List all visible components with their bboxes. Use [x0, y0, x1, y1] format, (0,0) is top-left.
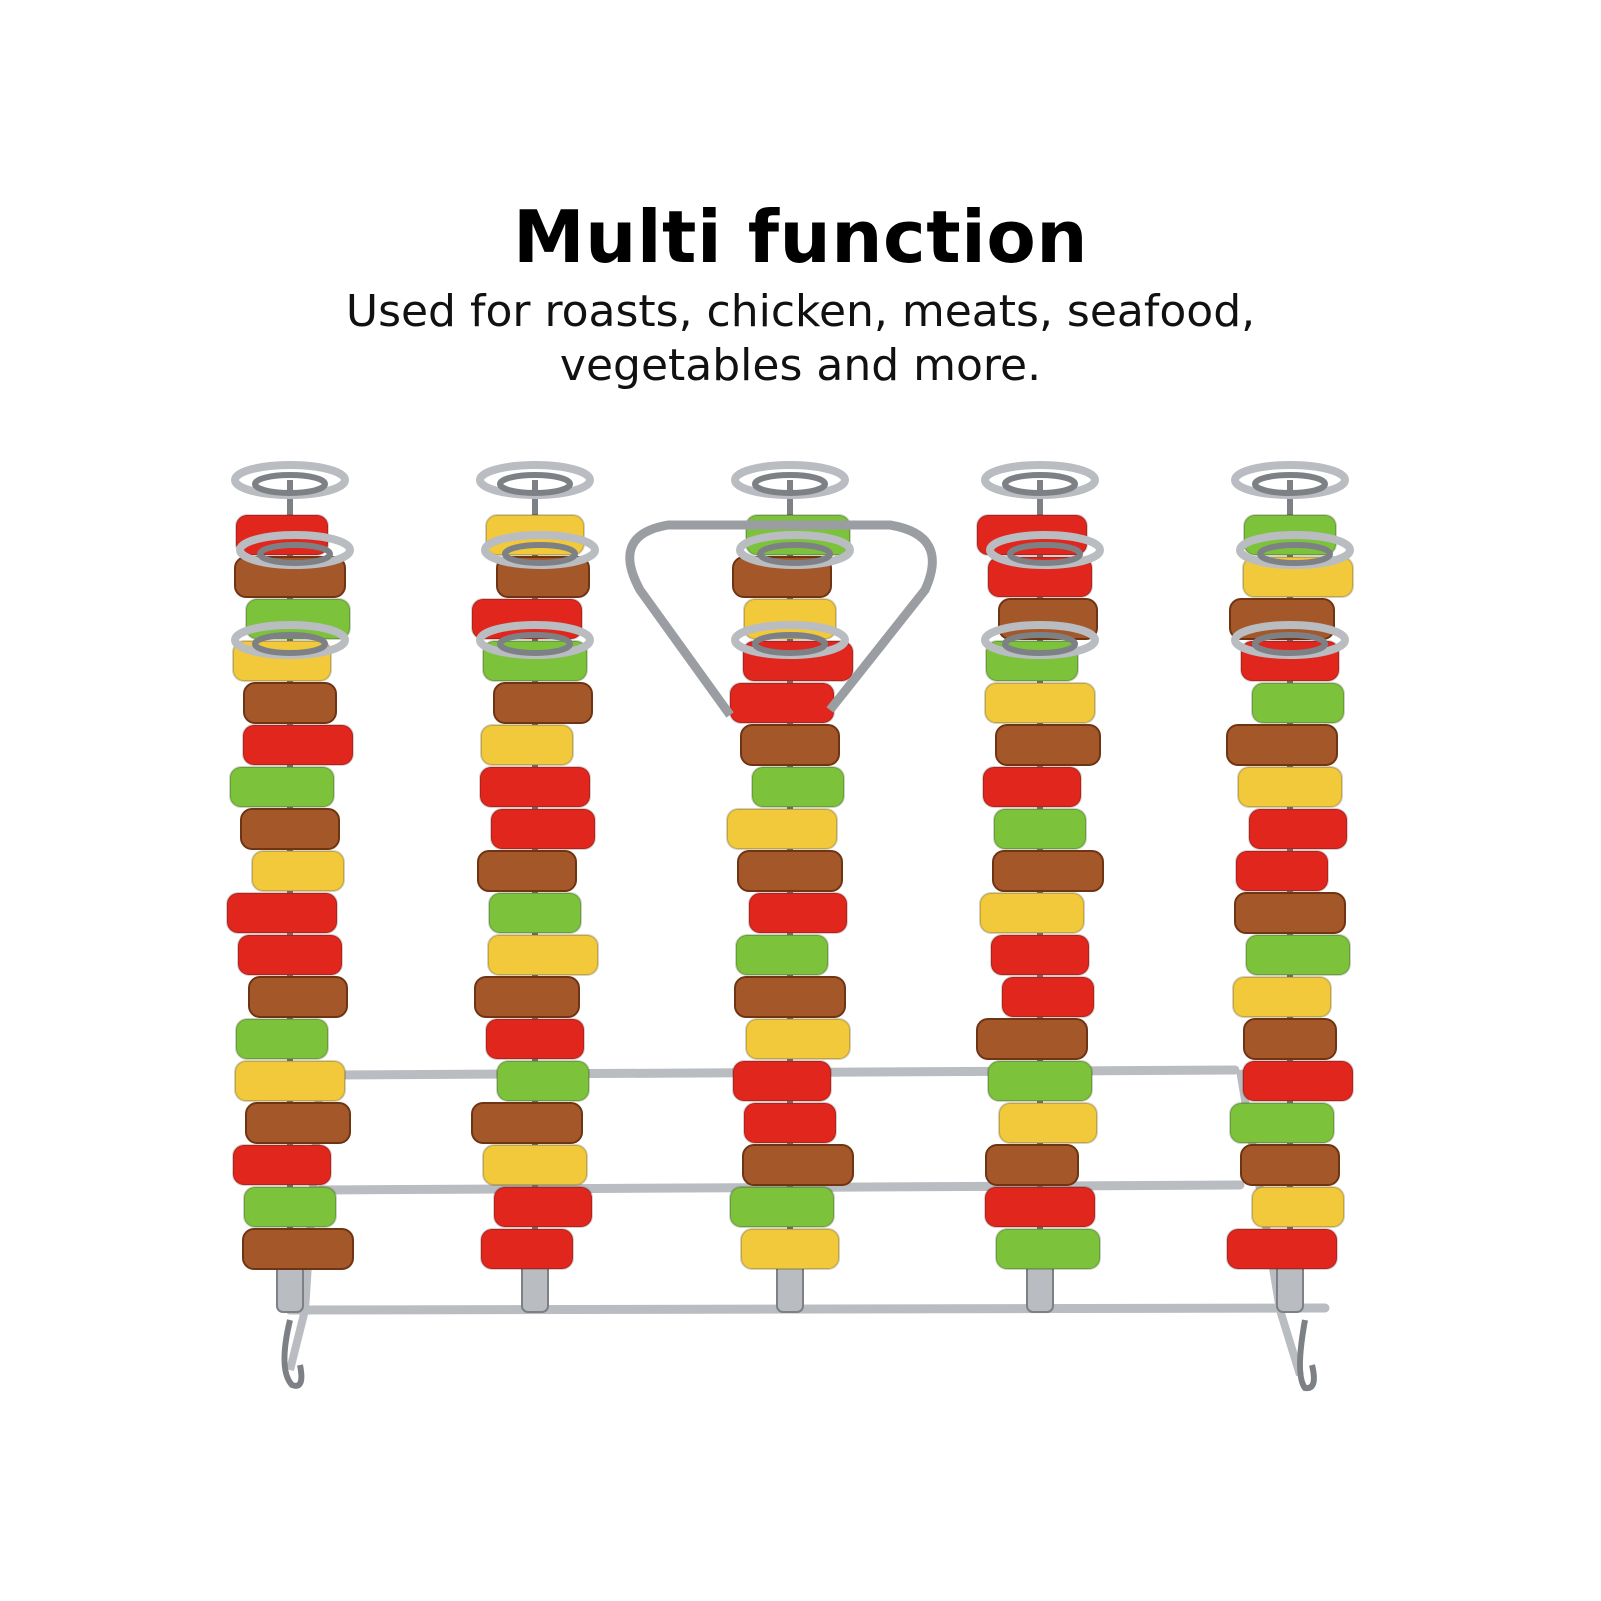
food-piece — [493, 682, 593, 724]
food-piece — [993, 808, 1087, 850]
food-piece — [726, 808, 838, 850]
food-piece — [743, 1102, 837, 1144]
food-piece — [245, 1102, 351, 1144]
food-piece — [480, 1228, 574, 1270]
rack-bar — [285, 1303, 1330, 1315]
food-piece — [1248, 808, 1348, 850]
skewer-spiral — [1252, 472, 1328, 496]
food-piece — [242, 1228, 354, 1270]
food-piece — [1237, 766, 1343, 808]
food-piece — [745, 1018, 851, 1060]
food-piece — [243, 682, 337, 724]
skewer-spiral — [252, 632, 328, 656]
food-piece — [234, 1060, 346, 1102]
skewer — [471, 461, 599, 1313]
skewer-spiral — [1002, 632, 1078, 656]
skewer-spiral — [502, 542, 578, 566]
rack-handle — [625, 520, 937, 718]
food-piece — [732, 1060, 832, 1102]
skewer-spiral — [757, 542, 833, 566]
skewer-spiral — [252, 472, 328, 496]
food-piece — [751, 766, 845, 808]
skewer-spiral — [1252, 632, 1328, 656]
food-piece — [982, 766, 1082, 808]
skewer — [226, 461, 354, 1313]
food-piece — [995, 724, 1101, 766]
food-piece — [480, 724, 574, 766]
food-piece — [493, 1186, 593, 1228]
food-piece — [740, 1228, 840, 1270]
food-piece — [471, 1102, 583, 1144]
food-piece — [487, 934, 599, 976]
skewer-spiral — [1257, 542, 1333, 566]
food-piece — [1226, 1228, 1338, 1270]
food-piece — [742, 1144, 854, 1186]
food-piece — [729, 1186, 835, 1228]
subtitle-line-1: Used for roasts, chicken, meats, seafood… — [345, 286, 1256, 337]
food-piece — [990, 934, 1090, 976]
food-piece — [985, 1144, 1079, 1186]
food-piece — [1245, 934, 1351, 976]
headline: Multi function — [512, 195, 1089, 279]
food-piece — [740, 724, 840, 766]
skewer-spiral — [497, 632, 573, 656]
food-piece — [976, 1018, 1088, 1060]
food-piece — [979, 892, 1085, 934]
food-piece — [242, 724, 354, 766]
food-piece — [235, 1018, 329, 1060]
food-piece — [237, 934, 343, 976]
skewer — [1226, 461, 1354, 1313]
rack-hook — [281, 1319, 305, 1389]
food-piece — [479, 766, 591, 808]
food-piece — [735, 934, 829, 976]
skewers-group — [226, 461, 1354, 1313]
food-piece — [748, 892, 848, 934]
food-piece — [984, 682, 1096, 724]
food-piece — [1232, 976, 1332, 1018]
food-piece — [496, 1060, 590, 1102]
food-piece — [984, 1186, 1096, 1228]
rack-hook — [1297, 1319, 1317, 1392]
food-piece — [737, 850, 843, 892]
food-piece — [1001, 976, 1095, 1018]
food-piece — [243, 1186, 337, 1228]
skewer-spiral — [1002, 472, 1078, 496]
food-piece — [1243, 1018, 1337, 1060]
food-piece — [995, 1228, 1101, 1270]
food-piece — [1251, 682, 1345, 724]
food-piece — [232, 1144, 332, 1186]
food-piece — [998, 1102, 1098, 1144]
food-piece — [248, 976, 348, 1018]
food-piece — [482, 1144, 588, 1186]
food-piece — [1235, 850, 1329, 892]
food-piece — [729, 682, 835, 724]
food-piece — [1226, 724, 1338, 766]
food-piece — [488, 892, 582, 934]
skewer-spiral — [1007, 542, 1083, 566]
food-piece — [485, 1018, 585, 1060]
skewer-spiral — [257, 542, 333, 566]
food-piece — [734, 976, 846, 1018]
food-piece — [987, 1060, 1093, 1102]
food-piece — [240, 808, 340, 850]
subtitle-line-2: vegetables and more. — [559, 340, 1042, 391]
food-piece — [490, 808, 596, 850]
skewer — [976, 461, 1104, 1313]
food-piece — [226, 892, 338, 934]
kebab-skewer-rack-image — [226, 461, 1354, 1392]
food-piece — [477, 850, 577, 892]
food-piece — [474, 976, 580, 1018]
food-piece — [1240, 1144, 1340, 1186]
food-piece — [1234, 892, 1346, 934]
food-piece — [992, 850, 1104, 892]
food-piece — [1242, 1060, 1354, 1102]
skewer-spiral — [752, 472, 828, 496]
food-piece — [1229, 1102, 1335, 1144]
food-piece — [229, 766, 335, 808]
food-piece — [251, 850, 345, 892]
skewer-spiral — [752, 632, 828, 656]
food-piece — [1251, 1186, 1345, 1228]
skewer-spiral — [497, 472, 573, 496]
